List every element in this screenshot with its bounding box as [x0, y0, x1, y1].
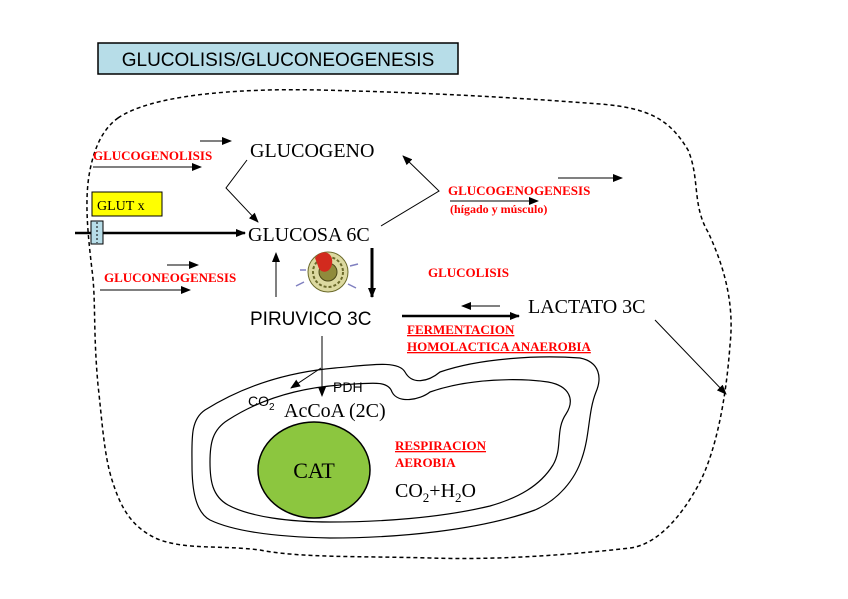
- lactato-label: LACTATO 3C: [528, 296, 645, 318]
- respiracion-label: RESPIRACION: [395, 438, 487, 453]
- glucogenolisis-label: GLUCOGENOLISIS: [93, 148, 212, 163]
- glucogeno-to-glucosa-arrow: [225, 159, 259, 223]
- glut-transporter: [90, 220, 104, 245]
- title-box: [97, 42, 459, 75]
- fermentacion-label: FERMENTACION: [407, 322, 515, 337]
- glucogeno-label: GLUCOGENO: [250, 140, 374, 162]
- lactato-exit-arrow: [654, 319, 727, 395]
- accoa-label: AcCoA (2C): [284, 400, 386, 422]
- pdh-label: PDH: [333, 379, 363, 395]
- aerobia-label: AEROBIA: [395, 455, 456, 470]
- glucosa-to-glucogeno-arrow: [380, 155, 440, 227]
- glucosa-label: GLUCOSA 6C: [248, 224, 370, 246]
- products-label: CO2+H2O: [395, 480, 476, 505]
- page-title: GLUCOLISIS/GLUCONEOGENESIS: [122, 50, 435, 71]
- cat-cycle: [257, 421, 371, 519]
- piruvico-to-co2-arrow: [290, 367, 322, 389]
- cat-label: CAT: [293, 458, 335, 483]
- glucogenogenesis-label: GLUCOGENOGENESIS: [448, 183, 590, 198]
- piruvico-label: PIRUVICO 3C: [250, 309, 371, 330]
- homolactica-label: HOMOLACTICA ANAEROBIA: [407, 339, 591, 354]
- cell-membrane: [86, 88, 732, 560]
- glut-label-box: [91, 191, 163, 217]
- glucolisis-label: GLUCOLISIS: [428, 265, 509, 280]
- glut-label: GLUT x: [97, 199, 145, 214]
- enzyme-structure-icon: [295, 251, 359, 293]
- mitochondrion-inner: [209, 379, 571, 523]
- mitochondrion-outer: [191, 356, 600, 539]
- co2-label: CO2: [248, 393, 275, 413]
- gluconeogenesis-label: GLUCONEOGENESIS: [104, 270, 236, 285]
- glucogenogenesis-note: (hígado y músculo): [450, 202, 547, 216]
